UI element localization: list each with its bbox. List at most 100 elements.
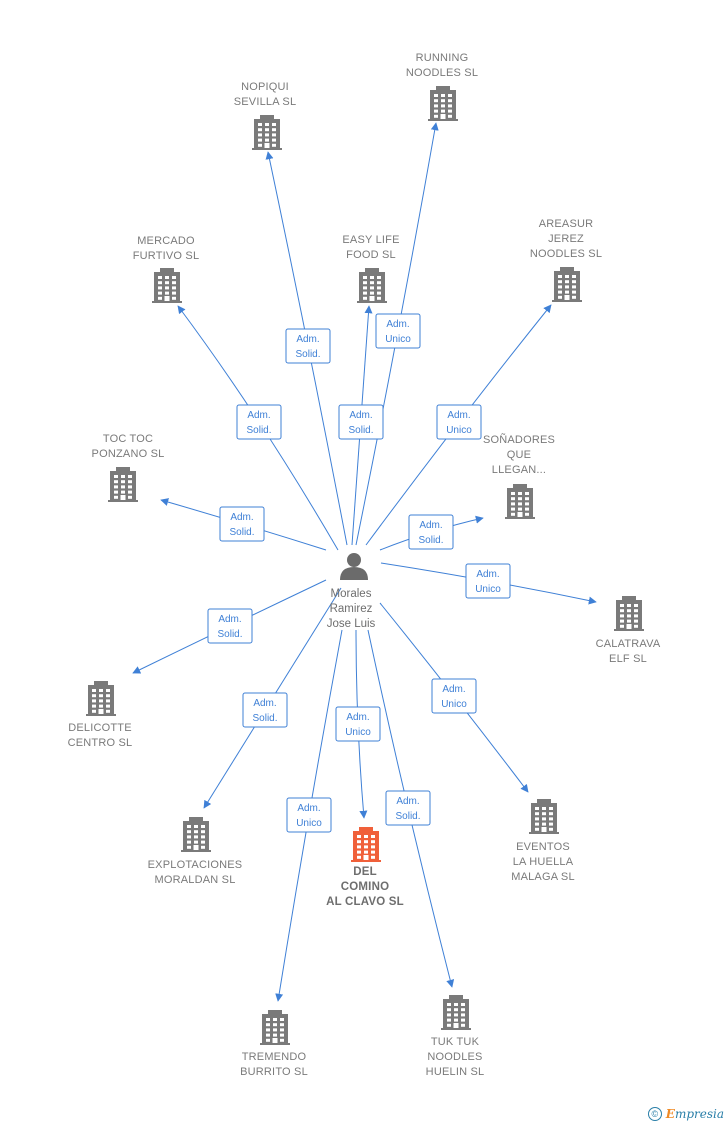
building-icon[interactable] <box>614 596 644 631</box>
edge-label-tremendo[interactable]: Adm.Unico <box>286 797 332 833</box>
edge-label-calatrava[interactable]: Adm.Unico <box>465 563 511 599</box>
company-name-line: SOÑADORES <box>483 433 555 446</box>
building-icon[interactable] <box>252 115 282 150</box>
edge-label-box <box>219 506 265 542</box>
company-node-eventos[interactable]: EVENTOS LA HUELLA MALAGA SL <box>511 799 575 883</box>
company-name-line: DELICOTTE <box>68 722 132 734</box>
edge-label-explotaciones[interactable]: Adm.Solid. <box>242 692 288 728</box>
building-icon[interactable] <box>260 1010 290 1045</box>
edge-label-toctoc[interactable]: Adm. Solid. <box>219 506 265 542</box>
building-icon[interactable] <box>428 86 458 121</box>
edge-label-text: Adm. <box>476 569 499 580</box>
edge-label-text: Solid. <box>348 425 373 436</box>
company-name-line: CENTRO SL <box>68 737 133 749</box>
edge-label-sonadores[interactable]: Adm. Solid. <box>408 514 454 550</box>
copyright-icon: © <box>647 1107 662 1121</box>
building-icon[interactable] <box>529 799 559 834</box>
company-name-line: RUNNING <box>416 52 469 64</box>
edge-label-mercado[interactable]: Adm.Solid. <box>236 404 282 440</box>
company-name-line: SEVILLA SL <box>234 96 297 108</box>
building-icon[interactable] <box>351 827 381 862</box>
building-icon[interactable] <box>441 995 471 1030</box>
brand-initial: E <box>665 1106 675 1121</box>
edge-label-box <box>465 563 511 599</box>
edge-label-box <box>385 790 431 826</box>
company-node-sonadores[interactable]: SOÑADORESQUELLEGAN... <box>483 433 555 519</box>
edge-label-running[interactable]: Adm. Unico <box>375 313 421 349</box>
edge-label-box <box>431 678 477 714</box>
edge-label-delcomino[interactable]: Adm. Unico <box>335 706 381 742</box>
building-icon[interactable] <box>357 268 387 303</box>
company-name-line: ELF SL <box>609 653 647 665</box>
company-name-line: NOODLES SL <box>406 67 478 79</box>
company-name-line: TUK TUK <box>431 1036 480 1048</box>
edge-label-text: Adm. <box>386 319 409 330</box>
edge-label-text: Adm. <box>247 410 270 421</box>
edges-layer: Adm.Solid.Adm.UnicoAdm.Solid.Adm.Solid.A… <box>132 122 597 1002</box>
company-name-line: NOODLES SL <box>530 248 602 260</box>
company-name-line: DEL <box>353 866 377 878</box>
edge-label-text: Unico <box>345 727 371 738</box>
edge-label-text: Adm. <box>296 334 319 345</box>
company-name-line: EVENTOS <box>516 841 570 853</box>
edge-label-text: Adm. <box>419 520 442 531</box>
building-icon[interactable] <box>505 484 535 519</box>
edge-label-text: Unico <box>446 425 472 436</box>
company-node-explotaciones[interactable]: EXPLOTACIONES MORALDAN SL <box>148 817 243 886</box>
building-icon[interactable] <box>108 467 138 502</box>
company-name-line: MALAGA SL <box>511 871 575 883</box>
edge-label-box <box>236 404 282 440</box>
edge-label-box <box>207 608 253 644</box>
edge-label-text: Adm. <box>218 614 241 625</box>
company-name-line: BURRITO SL <box>240 1066 308 1078</box>
company-name-line: MERCADO <box>137 235 195 247</box>
company-node-delicotte[interactable]: DELICOTTE CENTRO SL <box>68 681 133 749</box>
edge-label-text: Unico <box>385 334 411 345</box>
company-name-line: EXPLOTACIONES <box>148 859 243 871</box>
building-icon[interactable] <box>152 268 182 303</box>
edge-label-box <box>285 328 331 364</box>
company-name-line: HUELIN SL <box>426 1066 485 1078</box>
edge-label-box <box>436 404 482 440</box>
company-name-line: MORALDAN SL <box>154 874 235 886</box>
edge-label-text: Adm. <box>396 796 419 807</box>
edge-label-eventos[interactable]: Adm.Unico <box>431 678 477 714</box>
edge-label-text: Adm. <box>346 712 369 723</box>
building-icon[interactable] <box>552 267 582 302</box>
empresia-watermark[interactable]: ©Empresia <box>647 1106 724 1121</box>
building-icon[interactable] <box>181 817 211 852</box>
edge-label-delicotte[interactable]: Adm.Solid. <box>207 608 253 644</box>
edge-label-text: Solid. <box>295 349 320 360</box>
edge-label-tuktuk[interactable]: Adm. Solid. <box>385 790 431 826</box>
edge-label-box <box>408 514 454 550</box>
edge-label-text: Unico <box>441 699 467 710</box>
edge-label-nopiqui[interactable]: Adm. Solid. <box>285 328 331 364</box>
edge-label-areasur[interactable]: Adm.Unico <box>436 404 482 440</box>
company-node-running[interactable]: RUNNING NOODLES SL <box>406 52 478 121</box>
company-name-line: JEREZ <box>548 233 584 245</box>
edge-label-easylife[interactable]: Adm. Solid. <box>338 404 384 440</box>
edge-label-text: Solid. <box>395 811 420 822</box>
building-icon[interactable] <box>86 681 116 716</box>
company-name-line: FOOD SL <box>346 249 396 261</box>
edge-label-text: Solid. <box>229 527 254 538</box>
edge-label-text: Adm. <box>230 512 253 523</box>
brand-rest: mpresia <box>674 1106 724 1121</box>
edge-label-text: Adm. <box>349 410 372 421</box>
edge-label-text: Solid. <box>418 535 443 546</box>
company-name-line: LA HUELLA <box>513 856 574 868</box>
person-name-line: Jose Luis <box>327 618 376 630</box>
edge-label-box <box>242 692 288 728</box>
